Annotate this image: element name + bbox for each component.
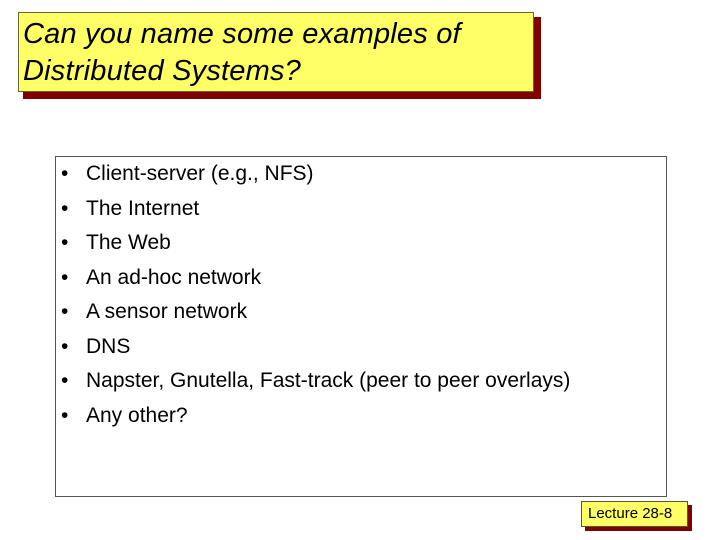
bullet-marker: •: [61, 300, 69, 323]
list-item: • An ad-hoc network: [56, 265, 646, 290]
bullet-marker: •: [61, 265, 69, 289]
footer-box: Lecture 28-8: [581, 501, 688, 527]
list-item-text: The Internet: [86, 196, 200, 220]
slide-title-line-2: Distributed Systems?: [23, 55, 301, 87]
list-item-text: DNS: [86, 334, 131, 358]
list-item: • Napster, Gnutella, Fast-track (peer to…: [56, 368, 646, 393]
bullet-marker: •: [61, 369, 69, 392]
bullet-list: • Client-server (e.g., NFS) • The Intern…: [56, 161, 646, 437]
list-item: • A sensor network: [56, 299, 646, 324]
bullet-marker: •: [61, 196, 69, 220]
bullet-marker: •: [61, 334, 69, 358]
title-box: Can you name some examples of Distribute…: [18, 12, 534, 92]
lecture-label: Lecture 28-8: [588, 505, 673, 522]
list-item-text: Client-server (e.g., NFS): [86, 162, 314, 185]
list-item-text: Any other?: [86, 403, 188, 427]
list-item: • Client-server (e.g., NFS): [56, 161, 646, 186]
list-item-text: Napster, Gnutella, Fast-track (peer to p…: [86, 369, 571, 392]
list-item: • The Web: [56, 230, 646, 255]
list-item-text: The Web: [86, 231, 171, 254]
list-item: • Any other?: [56, 403, 646, 428]
slide-title-line-1: Can you name some examples of: [23, 18, 461, 50]
bullet-marker: •: [61, 231, 69, 254]
list-item-text: An ad-hoc network: [86, 265, 262, 289]
list-item: • The Internet: [56, 196, 646, 221]
list-item: • DNS: [56, 334, 646, 359]
bullet-marker: •: [61, 162, 69, 185]
slide-title: Can you name some examples of Distribute…: [23, 16, 461, 90]
list-item-text: A sensor network: [86, 300, 248, 323]
content-box: • Client-server (e.g., NFS) • The Intern…: [55, 156, 667, 497]
bullet-marker: •: [61, 403, 69, 427]
